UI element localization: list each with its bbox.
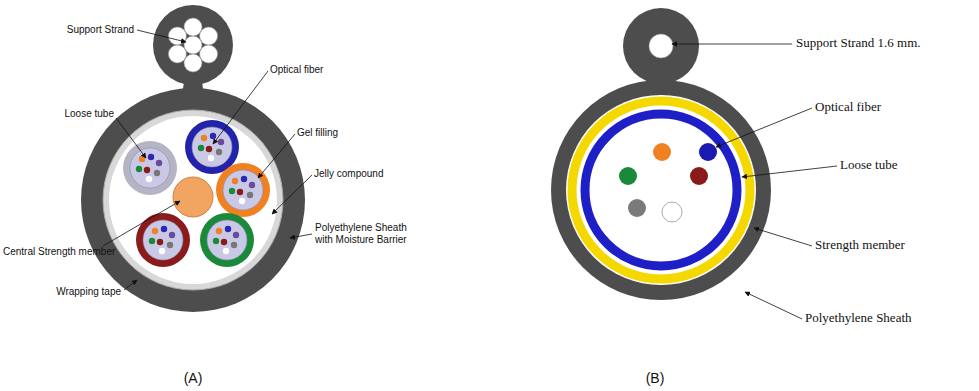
part-label: Polyethylene Sheath <box>805 311 912 326</box>
support-strand <box>649 34 673 58</box>
optical-fibers <box>619 143 717 222</box>
figure-caption: (B) <box>646 370 665 386</box>
figure-caption: (A) <box>184 370 203 386</box>
leader-lines-b <box>672 44 837 319</box>
loose-tube <box>585 114 737 266</box>
part-label: Strength member <box>815 238 905 253</box>
central-strength-member <box>173 177 213 217</box>
part-label: Loose tube <box>65 108 115 120</box>
cable-b <box>551 8 837 319</box>
strength-member <box>572 101 750 279</box>
polyethylene-sheath <box>81 88 305 312</box>
part-label: Polyethylene Sheath with Moisture Barrie… <box>315 222 427 245</box>
part-label: Support Strand <box>67 24 134 36</box>
part-label: Loose tube <box>840 158 897 173</box>
gap <box>566 95 756 285</box>
support-strand-wires <box>168 18 217 72</box>
jelly-compound <box>109 116 277 284</box>
support-jacket <box>623 8 699 84</box>
support-jacket <box>153 5 233 85</box>
polyethylene-sheath <box>551 80 771 300</box>
part-label: Jelly compound <box>314 168 383 180</box>
loose-tubes <box>123 120 270 267</box>
wrapping-tape <box>103 110 283 290</box>
part-label: Gel filling <box>297 127 338 139</box>
part-label: Central Strength member <box>3 246 115 258</box>
part-label: Wrapping tape <box>56 286 121 298</box>
part-label: Optical fiber <box>270 64 323 76</box>
cable-a <box>81 5 312 312</box>
part-label: Optical fiber <box>815 100 881 115</box>
part-label: Support Strand 1.6 mm. <box>796 36 921 51</box>
